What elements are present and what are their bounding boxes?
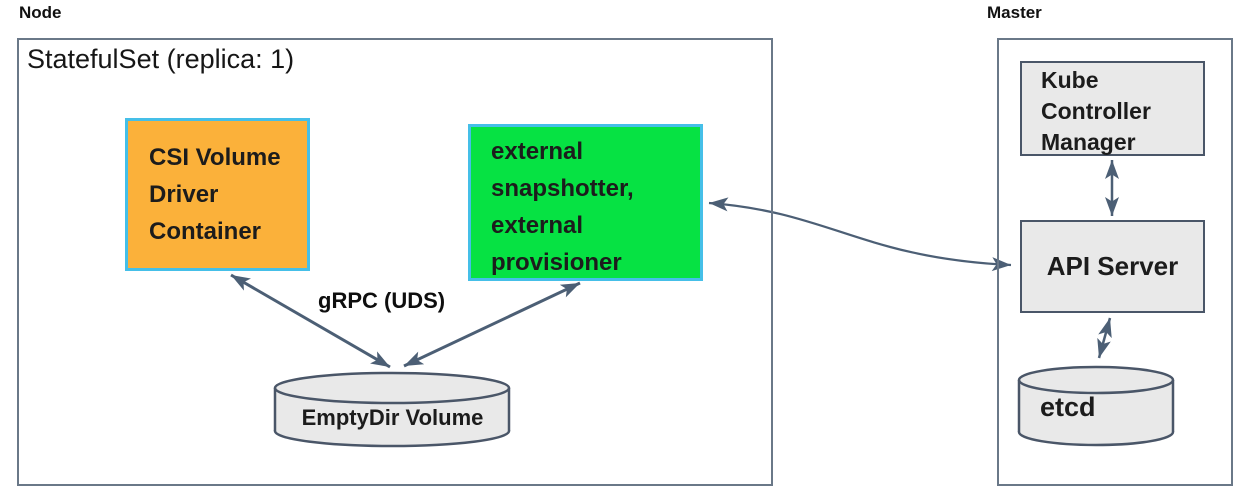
kcm-box-line: Manager bbox=[1041, 129, 1136, 155]
api-server-box: API Server bbox=[1020, 220, 1205, 313]
sidecar-box-line: external bbox=[491, 138, 584, 165]
csi-box-line: Driver bbox=[149, 181, 219, 208]
sidecar-box-line: external bbox=[491, 212, 584, 239]
sidecar-box-line: provisioner bbox=[491, 249, 622, 276]
etcd-label: etcd bbox=[1040, 392, 1096, 422]
emptydir-volume-label: EmptyDir Volume bbox=[301, 405, 484, 430]
node-boundary bbox=[17, 38, 773, 486]
node-group-label: Node bbox=[19, 3, 62, 22]
kube-controller-manager-box: Kube Controller Manager bbox=[1020, 61, 1205, 156]
kcm-box-line: Controller bbox=[1041, 98, 1151, 124]
sidecar-containers-box: external snapshotter, external provision… bbox=[468, 124, 703, 281]
csi-box-line: Container bbox=[149, 218, 262, 245]
grpc-uds-label: gRPC (UDS) bbox=[318, 288, 446, 313]
statefulset-title: StatefulSet (replica: 1) bbox=[27, 44, 295, 74]
csi-volume-driver-box: CSI Volume Driver Container bbox=[125, 118, 310, 271]
kcm-box-line: Kube bbox=[1041, 67, 1099, 93]
sidecar-box-line: snapshotter, bbox=[491, 175, 634, 202]
master-boundary bbox=[997, 38, 1233, 486]
csi-box-line: CSI Volume bbox=[149, 144, 281, 171]
master-group-label: Master bbox=[987, 3, 1042, 22]
